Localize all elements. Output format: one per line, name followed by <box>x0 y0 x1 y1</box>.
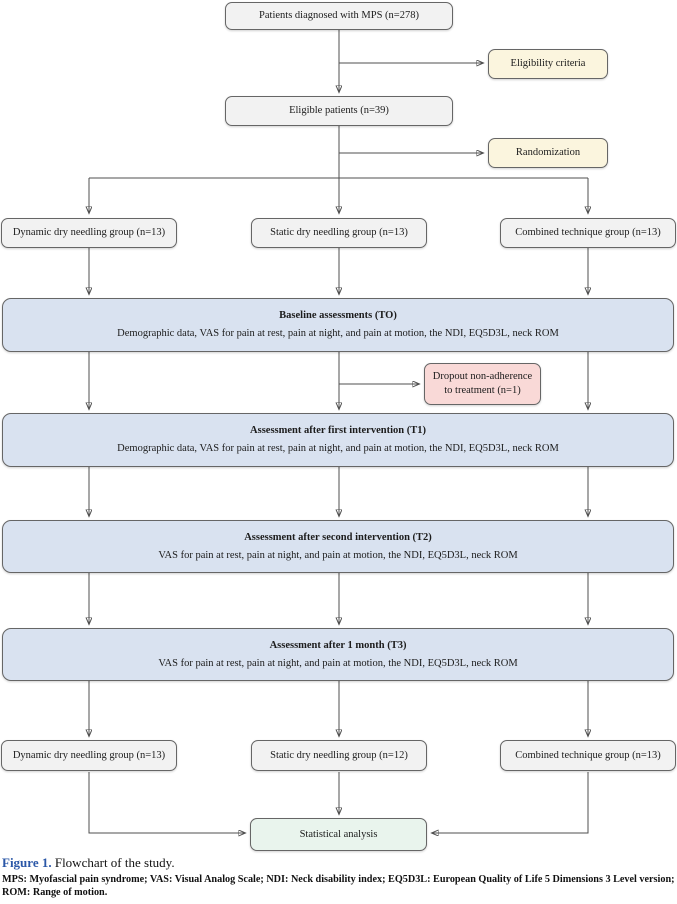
box-assessment-t1: Assessment after first intervention (T1)… <box>2 413 674 467</box>
arrow-combined-to-stats <box>432 772 589 833</box>
box-randomization: Randomization <box>488 138 608 168</box>
box-baseline-assessments: Baseline assessments (TO) Demographic da… <box>2 298 674 352</box>
box-assessment-t2: Assessment after second intervention (T2… <box>2 520 674 573</box>
box-group-combined-top: Combined technique group (n=13) <box>500 218 676 248</box>
box-assessment-t3: Assessment after 1 month (T3) VAS for pa… <box>2 628 674 681</box>
figure-footnote: MPS: Myofascial pain syndrome; VAS: Visu… <box>2 874 675 899</box>
box-dropout: Dropout non-adherence to treatment (n=1) <box>424 363 541 405</box>
box-group-dynamic-bottom: Dynamic dry needling group (n=13) <box>1 740 177 771</box>
t2-subtitle: VAS for pain at rest, pain at night, and… <box>158 549 518 561</box>
box-statistical-analysis: Statistical analysis <box>250 818 427 851</box>
box-eligibility-criteria: Eligibility criteria <box>488 49 608 79</box>
box-patients-diagnosed: Patients diagnosed with MPS (n=278) <box>225 2 453 30</box>
baseline-title: Baseline assessments (TO) <box>279 310 397 322</box>
t1-title: Assessment after first intervention (T1) <box>250 425 426 437</box>
baseline-subtitle: Demographic data, VAS for pain at rest, … <box>117 328 559 339</box>
box-eligible-patients: Eligible patients (n=39) <box>225 96 453 126</box>
box-group-static-top: Static dry needling group (n=13) <box>251 218 427 248</box>
box-group-combined-bottom: Combined technique group (n=13) <box>500 740 676 771</box>
dropout-line2: to treatment (n=1) <box>444 385 521 396</box>
figure-caption-label: Figure 1. <box>2 855 52 870</box>
dropout-line1: Dropout non-adherence <box>432 371 533 383</box>
t3-title: Assessment after 1 month (T3) <box>269 639 407 651</box>
box-group-static-bottom: Static dry needling group (n=12) <box>251 740 427 771</box>
t2-title: Assessment after second intervention (T2… <box>244 531 432 543</box>
box-group-dynamic-top: Dynamic dry needling group (n=13) <box>1 218 177 248</box>
arrow-dynamic-to-stats <box>88 772 245 833</box>
t1-subtitle: Demographic data, VAS for pain at rest, … <box>117 443 559 454</box>
figure-caption: Figure 1. Flowchart of the study. <box>2 855 175 871</box>
t3-subtitle: VAS for pain at rest, pain at night, and… <box>158 657 518 669</box>
figure-caption-text: Flowchart of the study. <box>54 855 175 870</box>
